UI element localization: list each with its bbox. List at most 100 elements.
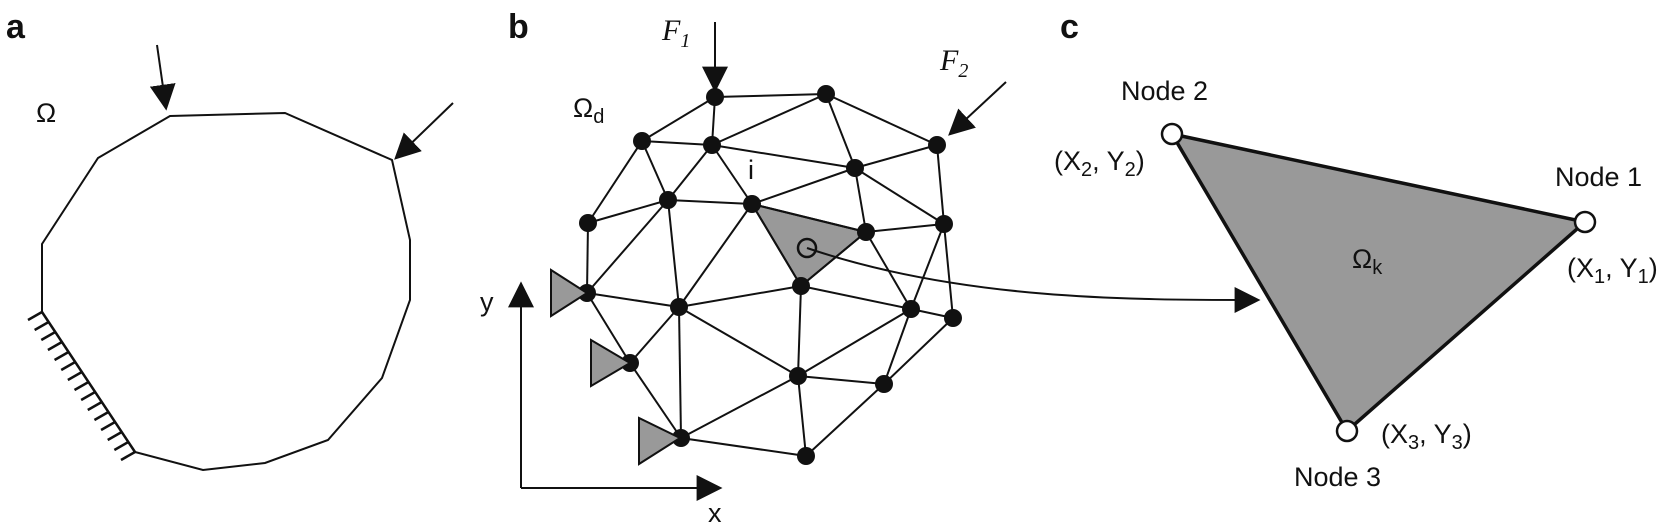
- mesh-edge: [678, 203, 753, 308]
- omega-k-sub: k: [1372, 257, 1383, 279]
- support-triangle-2: [590, 338, 632, 388]
- support-triangle-3: [638, 416, 683, 466]
- mesh-edge: [587, 140, 643, 224]
- mesh-edge: [854, 167, 945, 225]
- panel-b: b Ωd F1 F2 i y x: [480, 8, 1261, 528]
- mesh-edge: [711, 144, 856, 169]
- mesh-edge: [587, 199, 669, 224]
- mesh-node: [633, 132, 651, 150]
- load-arrow-1: [149, 44, 176, 111]
- node-2-name: Node 2: [1121, 76, 1208, 106]
- mesh-edge: [680, 437, 807, 457]
- mesh-edge: [854, 144, 938, 169]
- axis-label-y: y: [480, 287, 494, 317]
- continuum-domain-outline: [41, 111, 411, 472]
- mesh-edge: [667, 199, 680, 308]
- f2-sub: 2: [958, 60, 968, 82]
- mesh-edge: [936, 144, 945, 225]
- node-2-marker: [1160, 122, 1184, 146]
- hatch-line: [47, 340, 63, 352]
- node-label-i: i: [748, 155, 754, 185]
- mesh-edge: [883, 308, 912, 385]
- hatch-line: [87, 400, 103, 412]
- hatch-line: [93, 410, 110, 422]
- mesh-node: [743, 195, 761, 213]
- f2-main: F: [939, 44, 959, 77]
- mesh-edge: [586, 292, 680, 308]
- node-1-name: Node 1: [1555, 162, 1642, 192]
- mesh-edge: [883, 317, 954, 385]
- mesh-edge: [854, 167, 867, 233]
- mesh-node: [789, 367, 807, 385]
- node-2-x-sub: 2: [1081, 159, 1092, 181]
- mesh-node: [902, 300, 920, 318]
- mesh-node: [935, 215, 953, 233]
- f1-sub: 1: [680, 30, 690, 52]
- mesh-edge: [711, 93, 827, 146]
- fixed-support-hatching: [27, 310, 137, 462]
- hatch-line: [107, 430, 123, 442]
- mesh-edge: [751, 203, 867, 233]
- mesh-edge: [797, 285, 802, 377]
- node-3-x-sub: 3: [1408, 432, 1419, 454]
- mesh-edge: [825, 93, 938, 146]
- hatch-line: [113, 440, 129, 452]
- node-3-coords: (X3, Y3): [1381, 419, 1472, 454]
- domain-label-omega-d: Ωd: [573, 93, 604, 128]
- mesh-node: [579, 214, 597, 232]
- mesh-node: [792, 277, 810, 295]
- mesh-node: [928, 136, 946, 154]
- mesh-edge: [910, 223, 945, 310]
- force-label-f1: F1: [661, 14, 690, 52]
- mesh-edge: [629, 362, 682, 439]
- mesh-node: [706, 88, 724, 106]
- mesh-edge: [751, 203, 802, 287]
- node-1-y: Y: [1620, 253, 1638, 283]
- node-1-y-sub: 1: [1638, 266, 1649, 288]
- mesh-edge: [711, 144, 753, 205]
- mesh-edge: [800, 285, 912, 310]
- hatch-line: [34, 320, 50, 332]
- mesh-node: [857, 223, 875, 241]
- hatch-line: [40, 330, 56, 342]
- mesh-edge: [751, 167, 856, 205]
- mesh-node: [797, 447, 815, 465]
- omega-d-sub: d: [593, 106, 604, 128]
- panel-letter-a: a: [6, 8, 26, 46]
- node-2-y-sub: 2: [1125, 159, 1136, 181]
- node-1-coords: (X1, Y1): [1567, 253, 1658, 288]
- mesh-edge: [678, 306, 799, 377]
- hatch-line: [80, 390, 96, 402]
- node-1-x: X: [1576, 253, 1594, 283]
- mesh-edge: [667, 144, 713, 201]
- node-3-marker: [1335, 419, 1359, 443]
- mesh-node: [659, 191, 677, 209]
- mesh-edge: [629, 306, 680, 364]
- mesh-node: [670, 298, 688, 316]
- node-2-x: X: [1063, 146, 1081, 176]
- mesh-edge: [797, 308, 912, 377]
- node-3-y-sub: 3: [1452, 432, 1463, 454]
- hatch-line: [100, 420, 116, 432]
- support-triangle-1: [550, 268, 589, 318]
- mesh-edge: [667, 199, 753, 205]
- node-3-name: Node 3: [1294, 462, 1381, 492]
- mesh-node: [817, 85, 835, 103]
- hatch-line: [67, 370, 83, 382]
- mesh-edge: [641, 140, 713, 146]
- f1-main: F: [661, 14, 681, 47]
- domain-label-omega: Ω: [36, 98, 56, 128]
- mesh-edge: [586, 292, 631, 364]
- node-2-coords: (X2, Y2): [1054, 146, 1145, 181]
- panel-c: c Ωk Node 2 (X2, Y2) Node 1 (X1, Y1) (X3…: [1054, 8, 1658, 492]
- support-edge: [40, 311, 137, 453]
- mesh-edge: [641, 140, 669, 201]
- mesh-edge: [678, 285, 802, 308]
- panel-letter-b: b: [508, 8, 529, 46]
- mesh-edge: [943, 223, 954, 319]
- mesh-edge: [797, 375, 807, 457]
- mesh-edge: [800, 231, 867, 287]
- omega-k-main: Ω: [1352, 244, 1372, 274]
- mesh-edge: [678, 306, 682, 439]
